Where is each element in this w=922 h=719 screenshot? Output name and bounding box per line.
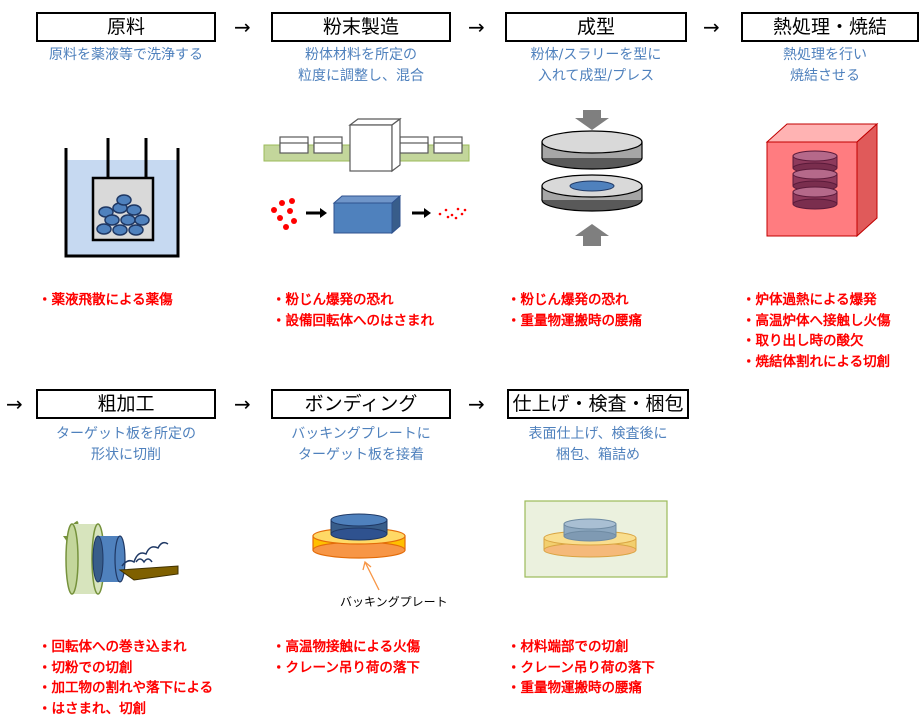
step-desc-rough-machining: ターゲット板を所定の 形状に切削 xyxy=(26,424,226,466)
desc-line: 形状に切削 xyxy=(26,445,226,466)
packaging-illustration xyxy=(524,500,669,580)
flow-arrow: → xyxy=(468,12,485,42)
press-forming-illustration xyxy=(535,108,650,248)
step-desc-sintering: 熱処理を行い 焼結させる xyxy=(730,45,920,87)
step-desc-material: 原料を薬液等で洗浄する xyxy=(26,45,226,66)
desc-line: 熱処理を行い xyxy=(730,45,920,66)
step-risks-sintering: ・炉体過熱による爆発 ・高温炉体へ接触し火傷 ・取り出し時の酸欠 ・焼結体割れに… xyxy=(742,290,891,372)
risk-item: ・材料端部での切創 xyxy=(507,637,655,658)
desc-line: 粉体材料を所定の xyxy=(261,45,461,66)
desc-line: ターゲット板を接着 xyxy=(261,445,461,466)
flow-arrow: → xyxy=(234,389,251,419)
desc-line: 梱包、箱詰め xyxy=(498,445,698,466)
risk-item: ・焼結体割れによる切創 xyxy=(742,352,891,373)
risk-item: ・粉じん爆発の恐れ xyxy=(272,290,434,311)
step-title-finishing: 仕上げ・検査・梱包 xyxy=(507,389,689,419)
risk-item: ・取り出し時の酸欠 xyxy=(742,331,891,352)
backing-plate-annotation: バッキングプレート xyxy=(340,593,448,610)
desc-line: 表面仕上げ、検査後に xyxy=(498,424,698,445)
desc-line: 焼結させる xyxy=(730,66,920,87)
desc-line: 粉体/スラリーを型に xyxy=(496,45,696,66)
flow-arrow: → xyxy=(703,12,720,42)
risk-item: ・高温物接触による火傷 xyxy=(272,637,420,658)
desc-line: 入れて成型/プレス xyxy=(496,66,696,87)
risk-item: ・重量物運搬時の腰痛 xyxy=(507,311,642,332)
bonding-illustration xyxy=(305,510,415,600)
risk-item: ・炉体過熱による爆発 xyxy=(742,290,891,311)
flow-arrow: → xyxy=(468,389,485,419)
risk-item: ・薬液飛散による薬傷 xyxy=(38,290,173,311)
washing-tank-illustration xyxy=(58,130,188,260)
step-risks-powder: ・粉じん爆発の恐れ ・設備回転体へのはさまれ xyxy=(272,290,434,331)
step-title-bonding: ボンディング xyxy=(271,389,451,419)
risk-item: ・設備回転体へのはさまれ xyxy=(272,311,434,332)
step-title-sintering: 熱処理・焼結 xyxy=(741,12,919,42)
step-risks-bonding: ・高温物接触による火傷 ・クレーン吊り荷の落下 xyxy=(272,637,420,678)
flow-arrow: → xyxy=(234,12,251,42)
step-title-forming: 成型 xyxy=(505,12,687,42)
desc-line: 粒度に調整し、混合 xyxy=(261,66,461,87)
risk-item: ・重量物運搬時の腰痛 xyxy=(507,678,655,699)
step-risks-forming: ・粉じん爆発の恐れ ・重量物運搬時の腰痛 xyxy=(507,290,642,331)
step-risks-finishing: ・材料端部での切創 ・クレーン吊り荷の落下 ・重量物運搬時の腰痛 xyxy=(507,637,655,699)
powder-mixing-illustration xyxy=(262,115,477,240)
step-desc-finishing: 表面仕上げ、検査後に 梱包、箱詰め xyxy=(498,424,698,466)
step-title-rough-machining: 粗加工 xyxy=(36,389,216,419)
step-risks-material: ・薬液飛散による薬傷 xyxy=(38,290,173,311)
step-title-material: 原料 xyxy=(36,12,216,42)
step-desc-powder: 粉体材料を所定の 粒度に調整し、混合 xyxy=(261,45,461,87)
step-title-powder: 粉末製造 xyxy=(271,12,451,42)
desc-line: 原料を薬液等で洗浄する xyxy=(26,45,226,66)
risk-item: ・切粉での切創 xyxy=(38,658,213,679)
risk-item: ・粉じん爆発の恐れ xyxy=(507,290,642,311)
desc-line: ターゲット板を所定の xyxy=(26,424,226,445)
risk-item: ・加工物の割れや落下による xyxy=(38,678,213,699)
step-risks-rough-machining: ・回転体への巻き込まれ ・切粉での切創 ・加工物の割れや落下による ・はさまれ、… xyxy=(38,637,213,719)
step-desc-bonding: バッキングプレートに ターゲット板を接着 xyxy=(261,424,461,466)
risk-item: ・クレーン吊り荷の落下 xyxy=(272,658,420,679)
desc-line: バッキングプレートに xyxy=(261,424,461,445)
lathe-machining-illustration xyxy=(58,500,183,610)
sintering-furnace-illustration xyxy=(765,122,885,242)
flow-arrow: → xyxy=(6,389,23,419)
risk-item: ・高温炉体へ接触し火傷 xyxy=(742,311,891,332)
step-desc-forming: 粉体/スラリーを型に 入れて成型/プレス xyxy=(496,45,696,87)
risk-item: ・クレーン吊り荷の落下 xyxy=(507,658,655,679)
risk-item: ・回転体への巻き込まれ xyxy=(38,637,213,658)
